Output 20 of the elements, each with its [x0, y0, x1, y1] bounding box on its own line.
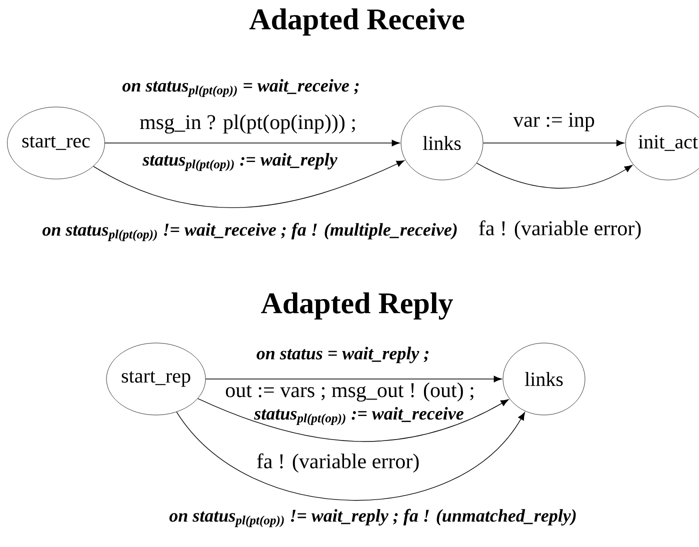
- edge-label: on status$_{pl(pt(op))}$ != wait_receive ; fa ! (multiple_receive): [41, 222, 459, 242]
- arrow: [198, 398, 509, 442]
- arrow: [205, 376, 502, 382]
- arrow: [104, 140, 400, 146]
- edge-label: fa ! (variable error): [477, 219, 643, 241]
- arrow: [482, 140, 624, 146]
- edge-label: on status = wait_reply ;: [255, 346, 431, 364]
- edge-label: on status$_{pl(pt(op))}$ != wait_reply ; fa ! (unmatched_reply): [168, 508, 578, 528]
- title: Adapted Receive: [249, 8, 464, 36]
- edge-label: fa ! (variable error): [255, 452, 421, 474]
- action-label: status$_{pl(pt(op))}$ := wait_receive: [254, 407, 464, 425]
- heading: Adapted Reply: [261, 292, 453, 320]
- edge-label: var := inp: [512, 112, 596, 132]
- arrow: [476, 162, 633, 188]
- edge-label: msg_in ? pl(pt(op(inp))) ;: [138, 113, 358, 135]
- action-label: on status$_{pl(pt(op))}$ = wait_receive ;: [122, 79, 359, 97]
- arrow: [93, 160, 404, 208]
- arrow: [176, 412, 526, 501]
- action-label: status$_{pl(pt(op))}$ := wait_reply: [142, 153, 338, 171]
- action-label: out := vars ; msg_out ! (out) ;: [226, 382, 474, 402]
